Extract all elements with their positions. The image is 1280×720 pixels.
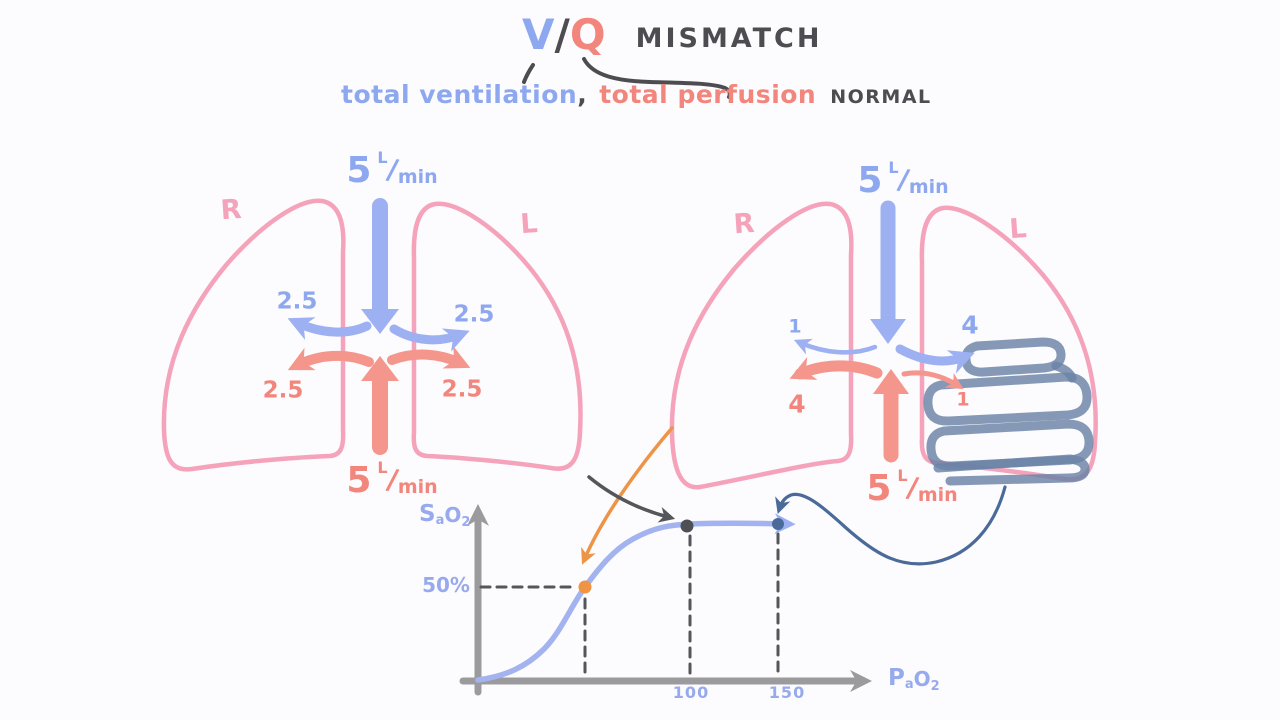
lung-outline-normal	[161, 198, 583, 472]
axis-letter: O	[444, 503, 462, 527]
annotation-arrows	[581, 426, 1007, 566]
flow-unit-denom: min	[397, 166, 438, 188]
ventilation-arrows-mismatch	[793, 200, 975, 374]
perfusion-arrowhead	[873, 369, 909, 394]
flow-unit-sup: L	[377, 148, 388, 167]
axis-letter: S	[419, 501, 436, 527]
flow-value: 5	[857, 160, 883, 201]
subtitle-ventilation: total ventilation	[341, 80, 578, 109]
mismatch-perfusion-l-value: 1	[956, 388, 970, 411]
swoosh-under-q	[582, 57, 732, 99]
axis-subscript: a	[435, 513, 445, 528]
title-mismatch: MISMATCH	[635, 23, 823, 54]
axis-letter: O	[913, 667, 931, 691]
perfusion-arrowhead	[361, 356, 399, 381]
normal-ventilation-l-value: 2.5	[453, 301, 495, 328]
point-pao2-150	[772, 518, 784, 530]
x-tick-100: 100	[672, 683, 710, 702]
axis-letter: P	[888, 665, 905, 691]
perfusion-arrows-normal	[287, 345, 471, 455]
title-slash: /	[554, 10, 570, 59]
tick-under-v	[522, 63, 535, 84]
right-lung-outline	[161, 198, 346, 472]
mismatch-lung-label-r: R	[732, 207, 756, 241]
flow-value: 5	[346, 150, 372, 191]
normal-lung-label-l: L	[519, 207, 539, 241]
orange-annotation-arrow	[581, 426, 674, 565]
point-50pct	[578, 580, 592, 594]
flow-unit-denom: min	[917, 484, 958, 506]
ventilation-arrows-normal	[287, 198, 470, 352]
normal-perfusion-r-value: 2.5	[262, 377, 304, 404]
y-tick-50pct: 50%	[422, 573, 470, 597]
subtitle: total ventilation, total perfusion NORMA…	[341, 82, 932, 107]
subtitle-normal: NORMAL	[830, 86, 932, 108]
subtitle-comma: ,	[577, 80, 588, 109]
ventilation-arrowhead	[870, 319, 906, 344]
left-lung-outline	[411, 201, 583, 471]
normal-lung-label-r: R	[219, 193, 243, 227]
axis-subscript: 2	[461, 515, 471, 530]
gray-annotation-arrow	[587, 475, 676, 523]
mismatch-ventilation-r-value: 1	[788, 315, 802, 338]
page-title: V/Q MISMATCH	[522, 14, 822, 56]
subtitle-perfusion: total perfusion	[599, 80, 817, 109]
right-lung-outline	[669, 201, 854, 490]
axis-subscript: 2	[930, 679, 940, 694]
title-decoration-strokes	[522, 57, 732, 99]
normal-perfusion-l-value: 2.5	[441, 376, 483, 403]
flow-unit-sup: L	[888, 158, 899, 177]
flow-unit-denom: min	[908, 176, 949, 198]
dashed-guides	[479, 532, 780, 678]
steel-annotation-arrow	[775, 485, 1007, 566]
x-tick-150: 150	[768, 683, 806, 702]
flow-unit-sup: L	[897, 466, 908, 485]
point-pao2-100	[680, 519, 694, 533]
chart-axes	[459, 503, 873, 696]
dissociation-curve	[475, 513, 796, 683]
perfusion-arrows-mismatch	[789, 357, 964, 463]
axis-subscript: a	[904, 677, 914, 692]
flow-value: 5	[866, 468, 892, 509]
flow-value: 5	[346, 460, 372, 501]
title-v: V	[522, 10, 555, 59]
mismatch-lung-label-l: L	[1008, 212, 1028, 246]
mismatch-ventilation-l-value: 4	[961, 310, 979, 340]
normal-ventilation-r-value: 2.5	[276, 288, 318, 315]
mismatch-perfusion-r-value: 4	[788, 389, 806, 419]
curve-point-markers	[578, 518, 784, 594]
title-q: Q	[569, 10, 606, 59]
flow-unit-sup: L	[377, 458, 388, 477]
flow-unit-denom: min	[397, 476, 438, 498]
ventilation-arrowhead	[361, 309, 399, 334]
